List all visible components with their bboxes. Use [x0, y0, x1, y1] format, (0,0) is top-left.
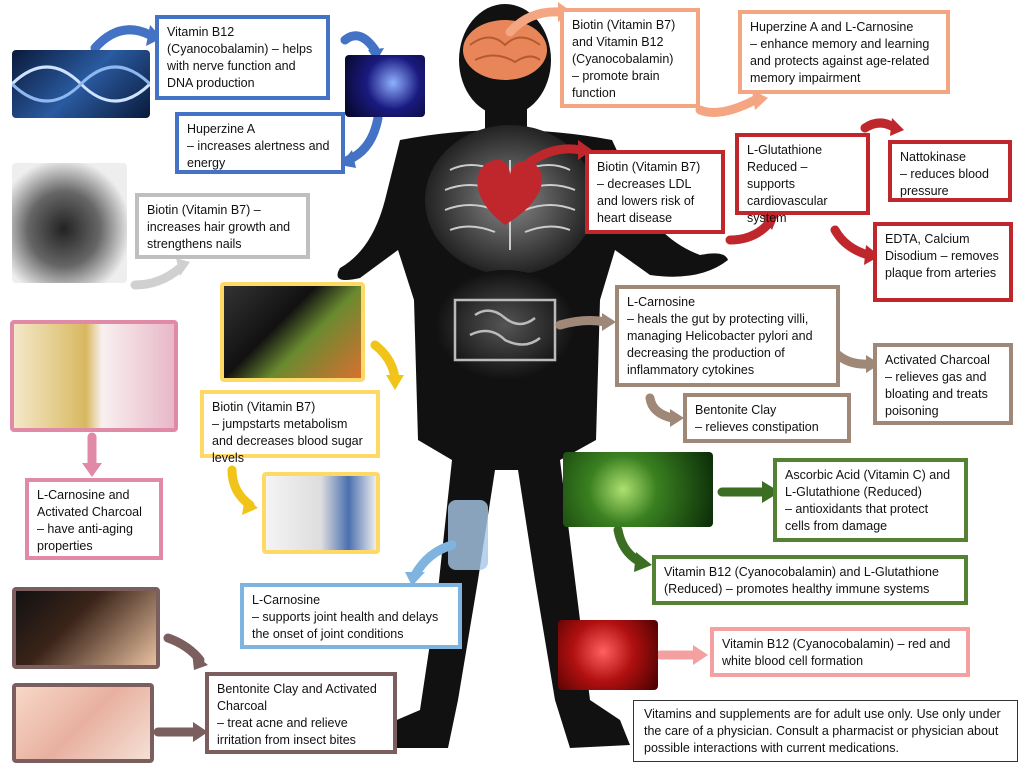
arrow-memory [695, 95, 760, 117]
blood-cells-image [558, 620, 658, 690]
arrow-neuron-top [340, 31, 380, 55]
box-huperzine-alert: Huperzine A – increases alertness and en… [175, 112, 345, 174]
box-immune: Vitamin B12 (Cyanocobalamin) and L-Gluta… [652, 555, 968, 605]
box-biotin-metabolism: Biotin (Vitamin B7) – jumpstarts metabol… [200, 390, 380, 465]
box-biotin-hair: Biotin (Vitamin B7) – increases hair gro… [135, 193, 310, 259]
arrow-heart [525, 144, 585, 167]
arrow-nattokinase [860, 118, 900, 133]
sugar-glucose-meter-image [262, 472, 380, 554]
knee-joint-icon [448, 500, 488, 570]
arrow-joint [410, 540, 457, 580]
clock-hourglass-image [10, 320, 178, 432]
box-acne: Bentonite Clay and Activated Charcoal – … [205, 672, 397, 754]
arrow-bentonite [645, 393, 677, 423]
box-disclaimer: Vitamins and supplements are for adult u… [633, 700, 1018, 762]
dna-image [12, 50, 150, 118]
box-edta: EDTA, Calcium Disodium – removes plaque … [873, 222, 1013, 302]
box-nattokinase: Nattokinase – reduces blood pressure [888, 140, 1012, 202]
brain-icon [463, 20, 547, 80]
skin-image [12, 683, 154, 763]
box-glutathione-cardio: L-Glutathione Reduced – supports cardiov… [735, 133, 870, 225]
box-joint: L-Carnosine – supports joint health and … [240, 583, 462, 649]
box-carnosine-gut: L-Carnosine – heals the gut by protectin… [615, 285, 840, 387]
intestine-icon [453, 298, 557, 362]
arrow-brain [505, 7, 565, 37]
arrow-fitness [370, 340, 400, 383]
arrow-dna [90, 25, 155, 53]
box-bentonite-constipation: Bentonite Clay – relieves constipation [683, 393, 851, 443]
arrow-cardio [725, 217, 775, 245]
box-b12-nerve: Vitamin B12 (Cyanocobalamin) – helps wit… [155, 15, 330, 100]
box-huperzine-memory: Huperzine A and L-Carnosine – enhance me… [738, 10, 950, 94]
neuron-image [345, 55, 425, 117]
box-antiaging: L-Carnosine and Activated Charcoal – hav… [25, 478, 163, 560]
arrowheads [82, 2, 904, 742]
fitness-food-image [220, 282, 365, 382]
arrow-charcoal [833, 350, 873, 369]
virus-image [563, 452, 713, 527]
mosquito-image [12, 587, 160, 669]
heart-icon [477, 159, 542, 225]
box-biotin-ldl: Biotin (Vitamin B7) – decreases LDL and … [585, 150, 725, 234]
arrow-hair [130, 263, 185, 290]
box-blood-cells: Vitamin B12 (Cyanocobalamin) – red and w… [710, 627, 970, 677]
box-charcoal-gas: Activated Charcoal – relieves gas and bl… [873, 343, 1013, 425]
hair-image [12, 163, 127, 283]
arrow-edta [830, 225, 873, 260]
gut-glow [435, 270, 575, 380]
arrow-gut [555, 316, 610, 330]
box-antioxidants: Ascorbic Acid (Vitamin C) and L-Glutathi… [773, 458, 968, 542]
box-biotin-brain: Biotin (Vitamin B7) and Vitamin B12 (Cya… [560, 8, 700, 108]
